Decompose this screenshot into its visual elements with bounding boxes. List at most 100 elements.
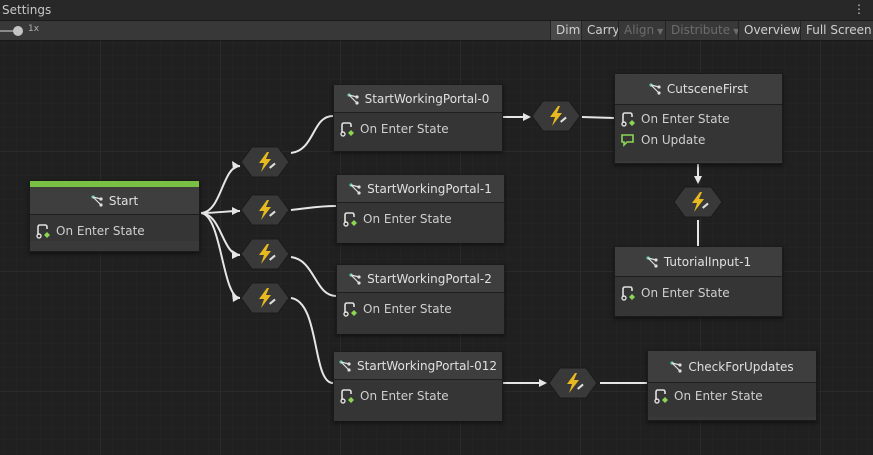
transition-lightning-icon — [259, 200, 276, 220]
window-title-bar: Settings ⋮ — [0, 0, 873, 21]
event-row-on-enter-state[interactable]: On Enter State — [615, 282, 782, 303]
carry-label: Carry — [587, 23, 620, 37]
state-graph-icon — [347, 92, 359, 105]
state-node-startworkingportal-012[interactable]: StartWorkingPortal-012 On Enter State — [333, 351, 503, 421]
arrowhead-start-t4 — [232, 293, 240, 302]
enter-state-event-icon — [654, 388, 668, 404]
state-node-title: StartWorkingPortal-012 — [357, 358, 497, 373]
state-graph-icon — [349, 182, 361, 195]
event-label: On Enter State — [360, 121, 449, 136]
enter-state-event-icon — [340, 121, 354, 137]
edge-t3-to-portal2 — [290, 256, 337, 297]
enter-state-event-icon — [621, 111, 635, 127]
state-node-header: StartWorkingPortal-2 — [337, 265, 504, 293]
state-node-title: StartWorkingPortal-2 — [367, 271, 492, 286]
state-node-header: Start — [30, 187, 199, 215]
state-node-tutorialinput-1[interactable]: TutorialInput-1 On Enter State — [614, 246, 783, 317]
edge-t2-to-portal1 — [290, 205, 337, 211]
state-graph-icon — [339, 359, 351, 372]
full-screen-button[interactable]: Full Screen — [800, 21, 873, 40]
state-node-title: CheckForUpdates — [688, 359, 794, 374]
arrowhead-portal012-t7 — [539, 379, 547, 387]
event-label: On Enter State — [641, 111, 730, 126]
state-node-header: StartWorkingPortal-012 — [334, 352, 502, 380]
state-node-title: CutsceneFirst — [666, 82, 749, 96]
graph-toolbar: 1x Dim Carry Align▼ Distribute▼ Overview… — [0, 21, 873, 41]
state-node-start[interactable]: Start On Enter State — [29, 180, 200, 252]
enter-state-event-icon — [343, 211, 357, 227]
event-row-on-enter-state[interactable]: On Enter State — [615, 108, 782, 129]
start-accent-bar — [30, 181, 199, 187]
carry-button[interactable]: Carry — [581, 21, 620, 40]
enter-state-event-icon — [36, 223, 50, 239]
transition-lightning-icon — [567, 373, 584, 393]
transition-node[interactable] — [240, 238, 290, 270]
edge-t1-to-portal0 — [290, 115, 334, 154]
event-row-on-enter-state[interactable]: On Enter State — [337, 208, 504, 229]
arrowhead-start-t3 — [232, 250, 240, 259]
transition-node[interactable] — [240, 194, 290, 226]
state-node-startworkingportal-0[interactable]: StartWorkingPortal-0 On Enter State — [333, 84, 503, 151]
state-graph-icon — [91, 194, 103, 207]
transition-lightning-icon — [259, 244, 276, 264]
event-label: On Enter State — [363, 301, 452, 316]
state-node-checkforupdates[interactable]: CheckForUpdates On Enter State — [647, 350, 817, 421]
state-graph-icon — [646, 255, 658, 268]
event-row-on-update[interactable]: On Update — [615, 129, 782, 150]
kebab-menu-icon[interactable]: ⋮ — [853, 2, 865, 16]
edge-t4-to-portal012 — [290, 297, 334, 384]
chevron-down-icon: ▼ — [657, 27, 664, 36]
transition-lightning-icon — [259, 288, 276, 308]
state-node-header: StartWorkingPortal-1 — [337, 175, 504, 203]
window-title: Settings — [2, 3, 52, 17]
distribute-dropdown[interactable]: Distribute▼ — [665, 21, 739, 40]
arrowhead-start-t2 — [232, 207, 240, 215]
transition-lightning-icon — [692, 192, 709, 212]
event-label: On Enter State — [56, 223, 145, 238]
state-graph-icon — [649, 83, 661, 95]
state-node-header: StartWorkingPortal-0 — [334, 85, 502, 113]
state-graph-icon — [349, 272, 361, 285]
dim-button[interactable]: Dim — [550, 21, 581, 40]
enter-state-event-icon — [621, 285, 635, 301]
state-node-title: StartWorkingPortal-0 — [364, 91, 490, 106]
event-row-on-enter-state[interactable]: On Enter State — [30, 220, 199, 241]
event-label: On Enter State — [360, 388, 449, 403]
transition-lightning-icon — [259, 152, 276, 172]
state-node-startworkingportal-1[interactable]: StartWorkingPortal-1 On Enter State — [336, 174, 505, 243]
align-dropdown[interactable]: Align▼ — [618, 21, 665, 40]
event-row-on-enter-state[interactable]: On Enter State — [334, 385, 502, 406]
zoom-label: 1x — [28, 24, 40, 34]
transition-node[interactable] — [531, 100, 581, 132]
state-node-startworkingportal-2[interactable]: StartWorkingPortal-2 On Enter State — [336, 264, 505, 334]
state-node-title: Start — [108, 193, 139, 208]
zoom-slider-track[interactable] — [0, 30, 18, 32]
overview-label: Overview — [744, 23, 801, 37]
event-label: On Update — [641, 132, 706, 147]
zoom-slider-thumb[interactable] — [13, 26, 23, 36]
overview-button[interactable]: Overview — [738, 21, 801, 40]
event-label: On Enter State — [674, 388, 763, 403]
enter-state-event-icon — [340, 388, 354, 404]
transition-node[interactable] — [240, 282, 290, 314]
event-row-on-enter-state[interactable]: On Enter State — [648, 385, 816, 406]
arrowhead-start-t1 — [232, 161, 240, 170]
state-graph-icon — [670, 360, 682, 373]
transition-node[interactable] — [240, 146, 290, 178]
state-node-cutscenefirst[interactable]: CutsceneFirst On Enter State On Update — [614, 73, 783, 164]
event-row-on-enter-state[interactable]: On Enter State — [337, 298, 504, 319]
align-label: Align — [624, 23, 655, 37]
transition-node[interactable] — [548, 367, 598, 399]
event-row-on-enter-state[interactable]: On Enter State — [334, 118, 502, 139]
edge-start-to-t1 — [200, 165, 241, 214]
distribute-label: Distribute — [671, 23, 731, 37]
update-event-icon — [621, 133, 634, 147]
transition-node[interactable] — [673, 186, 723, 218]
full-screen-label: Full Screen — [806, 23, 872, 37]
enter-state-event-icon — [343, 301, 357, 317]
arrowhead-portal0-t5 — [523, 113, 531, 121]
transition-lightning-icon — [550, 106, 567, 126]
edge-t5-to-cutscene — [581, 116, 615, 119]
state-node-header: CutsceneFirst — [615, 74, 782, 105]
